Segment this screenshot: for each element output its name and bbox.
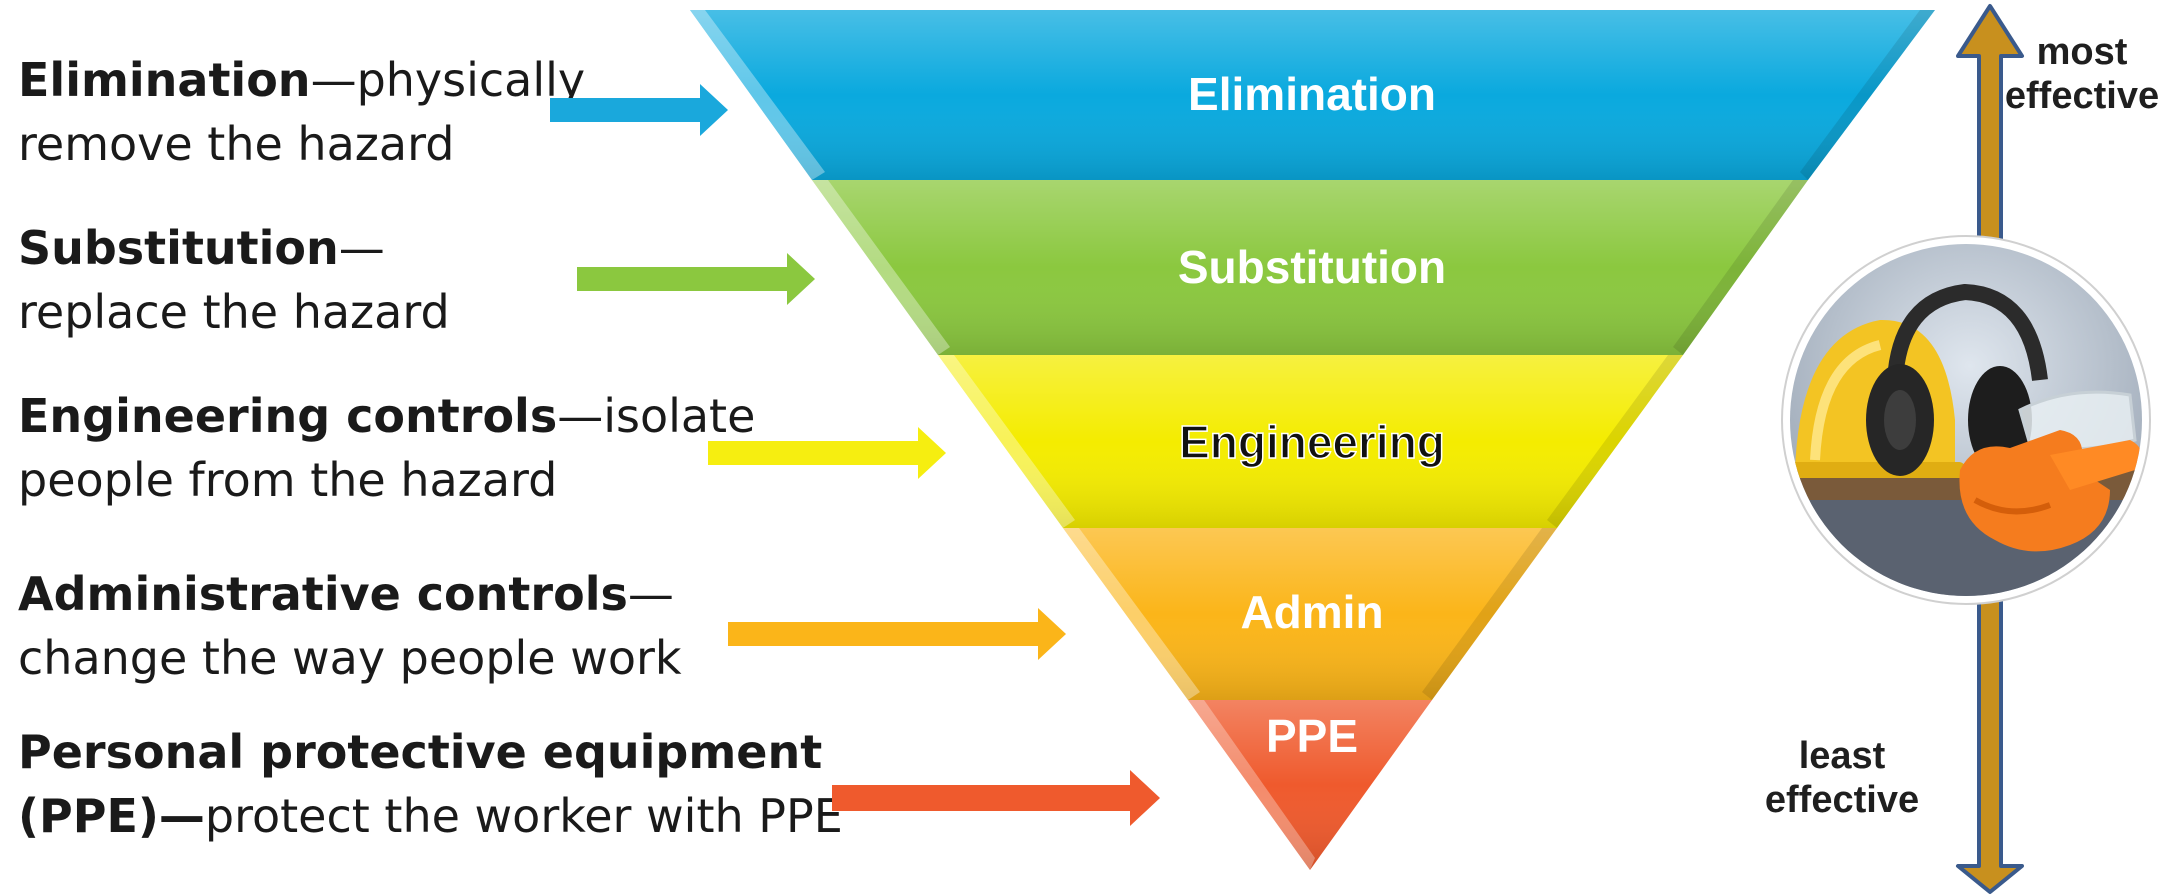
description-text: protect the worker with PPE: [204, 789, 843, 843]
arrow-engineering: [708, 427, 946, 479]
tier-label: Elimination: [1188, 68, 1436, 120]
arrow-shaft: [728, 622, 1038, 646]
arrow-elimination: [550, 84, 728, 136]
description-ppe: Personal protective equipment (PPE)—prot…: [18, 720, 843, 848]
arrowhead: [787, 253, 815, 305]
description-text: replace the hazard: [18, 285, 450, 339]
arrow-ppe: [832, 770, 1160, 826]
tier-label: Substitution: [1178, 241, 1446, 293]
tier-engineering: Engineering: [938, 355, 1683, 528]
arrowhead: [700, 84, 728, 136]
tier-admin: Admin: [1063, 528, 1557, 700]
description-text: change the way people work: [18, 631, 682, 685]
description-title: Engineering controls: [18, 389, 558, 443]
description-title: Elimination: [18, 53, 311, 107]
description-substitution: Substitution— replace the hazard: [18, 221, 450, 339]
description-engineering: Engineering controls—isolate people from…: [18, 389, 756, 507]
tier-label: Engineering: [1179, 416, 1445, 468]
gloves-icon: [1959, 430, 2142, 552]
description-title: Administrative controls: [18, 567, 628, 621]
description-text: remove the hazard: [18, 117, 455, 171]
safety-gear-photo: [1781, 235, 2151, 605]
tier-label: Admin: [1240, 586, 1383, 638]
arrow-administrative: [728, 608, 1066, 660]
description-title: Personal protective equipment: [18, 725, 823, 779]
arrow-shaft: [550, 98, 700, 122]
least-effective-label: least effective: [1764, 735, 1920, 821]
arrowhead: [918, 427, 946, 479]
arrowhead: [1130, 770, 1160, 826]
arrow-shaft: [708, 441, 920, 465]
most-effective-label: most effective: [2004, 31, 2160, 117]
description-title-cont: (PPE)—: [18, 789, 205, 843]
description-elimination: Elimination—physically remove the hazard: [18, 53, 586, 171]
tier-ppe: PPE: [1188, 700, 1432, 870]
description-title: Substitution: [18, 221, 339, 275]
description-text: people from the hazard: [18, 453, 558, 507]
arrow-substitution: [577, 253, 815, 305]
tier-label: PPE: [1266, 710, 1358, 762]
tier-substitution: Substitution: [812, 180, 1808, 355]
arrow-shaft: [832, 785, 1132, 811]
arrow-shaft: [577, 267, 787, 291]
description-administrative: Administrative controls— change the way …: [18, 567, 682, 685]
arrowhead: [1038, 608, 1066, 660]
tier-elimination: Elimination: [690, 10, 1935, 180]
